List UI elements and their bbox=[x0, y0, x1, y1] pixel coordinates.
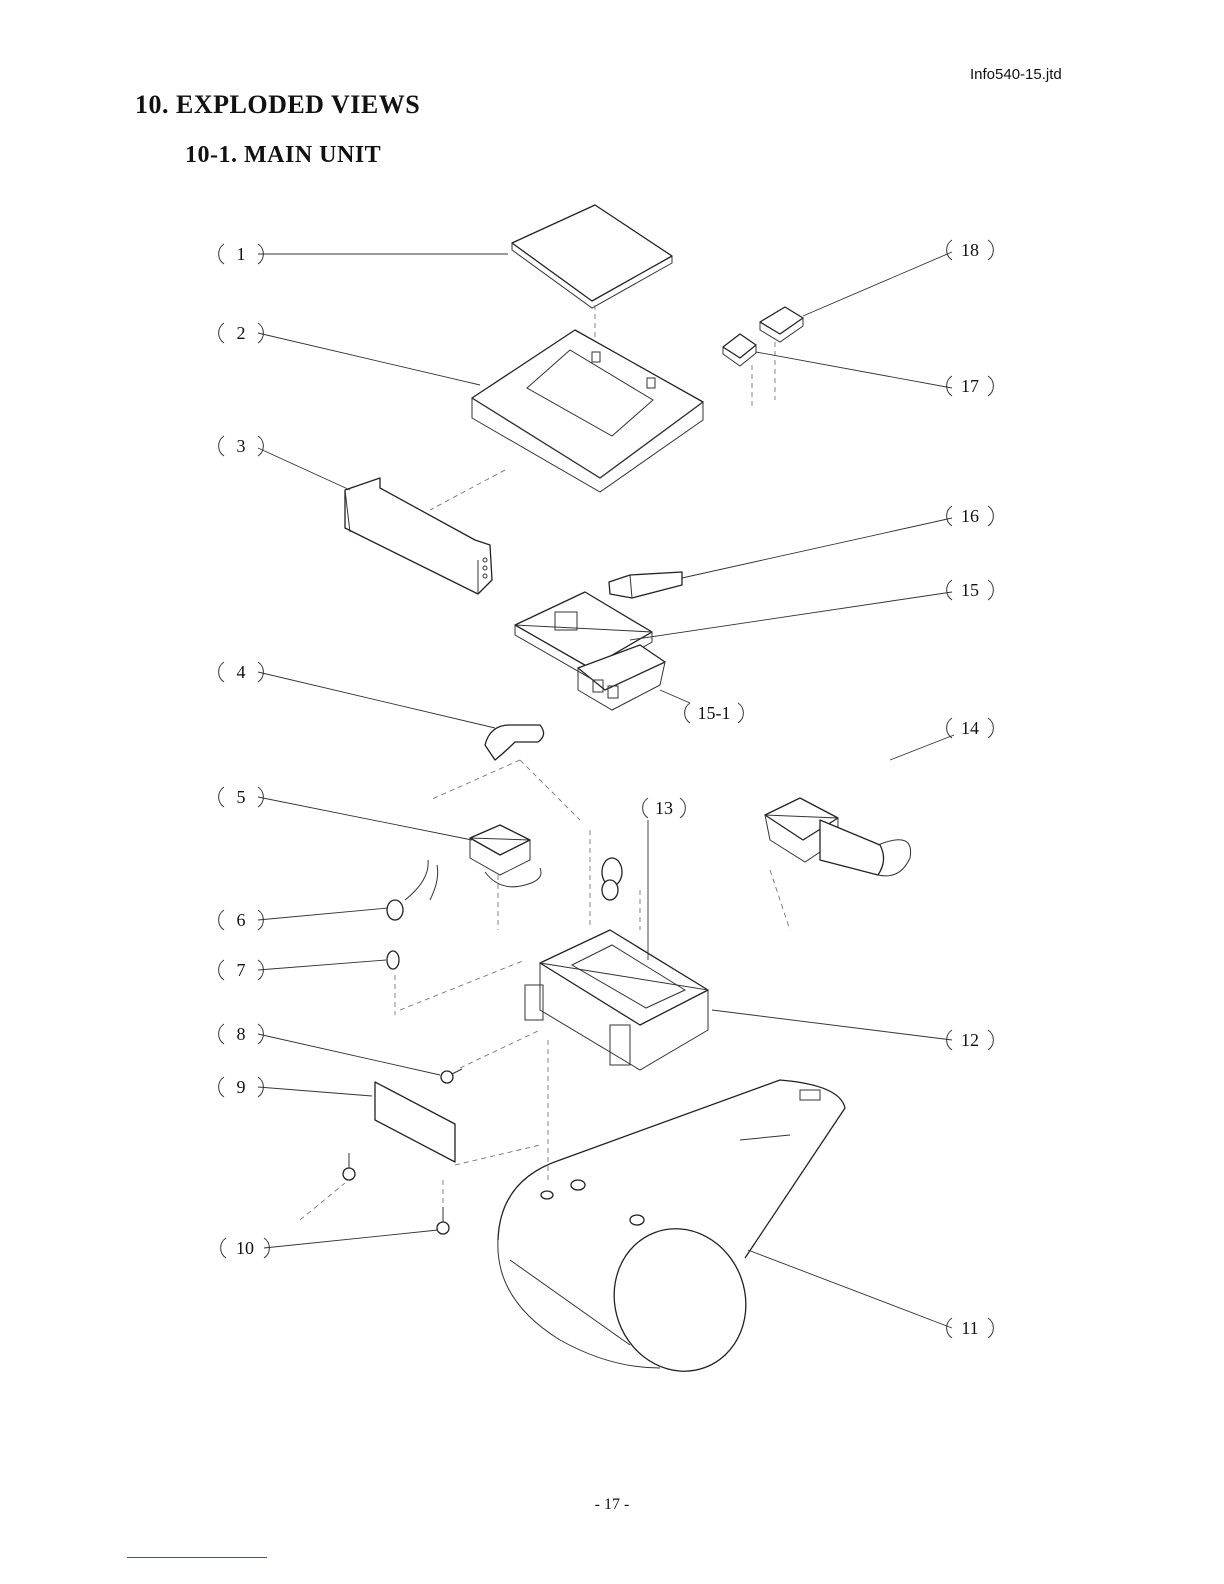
part-14-motor bbox=[765, 798, 911, 876]
part-5-pump bbox=[470, 825, 541, 887]
callout-8-label: 8 bbox=[237, 1024, 246, 1044]
callout-10: 10 bbox=[221, 1230, 438, 1258]
callout-12-label: 12 bbox=[961, 1030, 979, 1050]
part-6-valve bbox=[387, 860, 438, 920]
callout-7: 7 bbox=[219, 960, 386, 980]
callout-15-1: 15-1 bbox=[660, 690, 743, 723]
part-17-clip bbox=[723, 334, 756, 366]
callout-13: 13 bbox=[643, 798, 686, 960]
footer-rule bbox=[127, 1557, 267, 1558]
part-3-front-panel bbox=[345, 478, 492, 594]
part-8-screw bbox=[441, 1069, 462, 1083]
part-7-spring bbox=[387, 951, 399, 969]
callout-2: 2 bbox=[219, 323, 480, 385]
part-12-chassis bbox=[525, 930, 708, 1070]
callout-4: 4 bbox=[219, 662, 495, 728]
callout-15: 15 bbox=[630, 580, 993, 640]
part-16-connector bbox=[609, 572, 682, 598]
callout-17: 17 bbox=[756, 352, 993, 396]
part-11-cuff-housing bbox=[498, 1080, 845, 1390]
callout-7-label: 7 bbox=[237, 960, 246, 980]
callout-11: 11 bbox=[748, 1250, 993, 1338]
callout-11-label: 11 bbox=[961, 1318, 978, 1338]
callout-15-label: 15 bbox=[961, 580, 979, 600]
callout-6-label: 6 bbox=[237, 910, 246, 930]
part-9-label bbox=[375, 1082, 455, 1162]
page-number: - 17 - bbox=[0, 1496, 1224, 1514]
callout-16: 16 bbox=[682, 506, 993, 578]
callout-16-label: 16 bbox=[961, 506, 979, 526]
callout-18: 18 bbox=[803, 240, 993, 316]
part-1-display-cover bbox=[512, 205, 672, 308]
part-10-screw bbox=[343, 1153, 449, 1234]
part-13-valve bbox=[602, 858, 622, 900]
callout-10-label: 10 bbox=[236, 1238, 254, 1258]
callout-3-label: 3 bbox=[237, 436, 246, 456]
part-4-bracket bbox=[485, 725, 544, 760]
callout-14: 14 bbox=[890, 718, 993, 760]
callout-3: 3 bbox=[219, 436, 350, 490]
callout-4-label: 4 bbox=[237, 662, 246, 682]
callout-5: 5 bbox=[219, 787, 472, 840]
callout-8: 8 bbox=[219, 1024, 440, 1075]
callout-15-1-label: 15-1 bbox=[698, 703, 731, 723]
callout-1-label: 1 bbox=[237, 244, 246, 264]
callout-9-label: 9 bbox=[237, 1077, 246, 1097]
callout-5-label: 5 bbox=[237, 787, 246, 807]
callout-2-label: 2 bbox=[237, 323, 246, 343]
callout-1: 1 bbox=[219, 244, 508, 264]
callout-18-label: 18 bbox=[961, 240, 979, 260]
callout-12: 12 bbox=[712, 1010, 993, 1050]
callout-6: 6 bbox=[219, 908, 388, 930]
callout-17-label: 17 bbox=[961, 376, 979, 396]
callout-9: 9 bbox=[219, 1077, 372, 1097]
callout-14-label: 14 bbox=[961, 718, 979, 738]
part-2-top-housing bbox=[472, 330, 703, 492]
callout-13-label: 13 bbox=[655, 798, 673, 818]
part-18-clip bbox=[760, 307, 803, 342]
